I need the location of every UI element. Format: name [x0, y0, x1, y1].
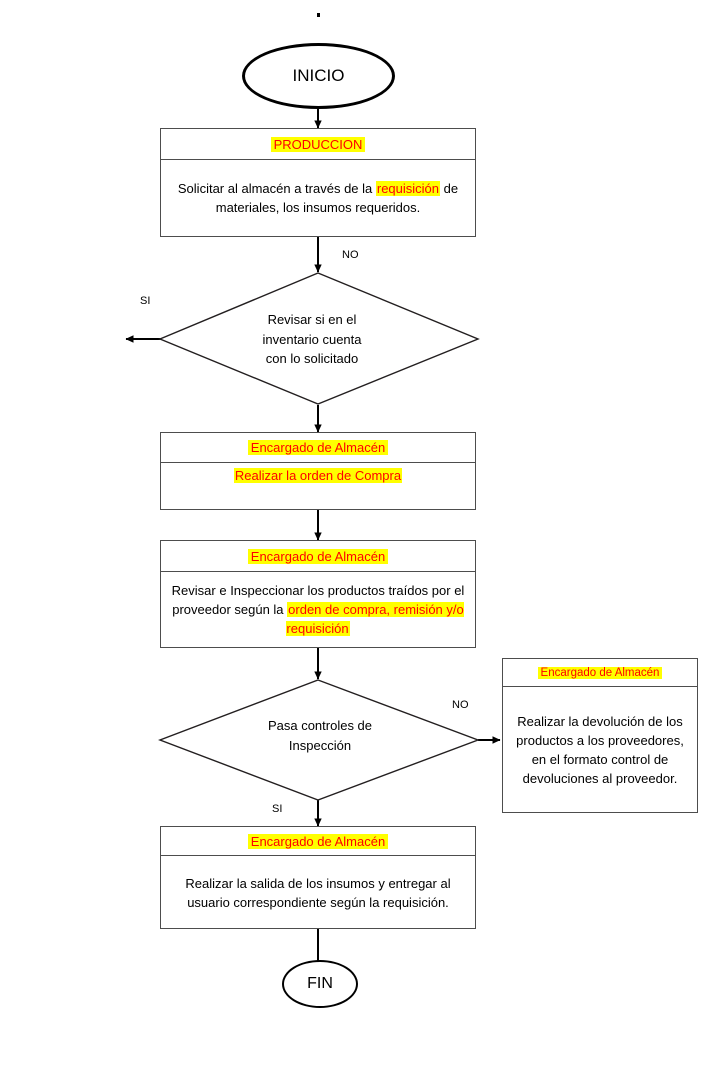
- process-salida-header-text: Encargado de Almacén: [247, 833, 389, 849]
- process-revisar-header: Encargado de Almacén: [161, 541, 475, 572]
- process-revisar-inspeccionar[interactable]: Encargado de Almacén Revisar e Inspeccio…: [160, 540, 476, 648]
- process-revisar-body: Revisar e Inspeccionar los productos tra…: [161, 572, 475, 649]
- devolucion-seg-0: Realizar la devolución de los productos …: [516, 714, 684, 786]
- process-devolucion-body: Realizar la devolución de los productos …: [503, 687, 697, 815]
- process-produccion[interactable]: PRODUCCION Solicitar al almacén a través…: [160, 128, 476, 237]
- decision-inventario-line-0: Revisar si en el: [267, 312, 357, 327]
- edge-label-inspeccion-no: NO: [452, 699, 469, 711]
- terminator-start-label: INICIO: [292, 66, 345, 85]
- produccion-seg-2: de materiales, los insumos requeridos.: [215, 181, 459, 215]
- process-orden-compra-body: Realizar la orden de Compra: [161, 463, 475, 510]
- stray-dot-mark: [317, 13, 320, 17]
- edge-label-inspeccion-si: SI: [272, 803, 283, 815]
- produccion-seg-0: Solicitar al almacén a través de la: [177, 181, 376, 197]
- produccion-seg-1-highlight: requisición: [375, 181, 441, 197]
- process-produccion-header-text: PRODUCCION: [270, 136, 366, 152]
- process-devolucion-header: Encargado de Almacén: [503, 659, 697, 687]
- orden-compra-seg-0-highlight: Realizar la orden de Compra: [233, 468, 403, 483]
- process-produccion-body: Solicitar al almacén a través de la requ…: [161, 160, 475, 238]
- edge-label-inventario-si: SI: [140, 295, 151, 307]
- terminator-end-label: FIN: [307, 975, 333, 992]
- decision-inventario-line-2: con lo solicitado: [265, 351, 359, 366]
- process-orden-compra[interactable]: Encargado de Almacén Realizar la orden d…: [160, 432, 476, 510]
- edge-label-inventario-no: NO: [342, 249, 359, 261]
- process-devolucion[interactable]: Encargado de Almacén Realizar la devoluc…: [502, 658, 698, 813]
- revisar-seg-1-highlight: orden de compra, remisión y/o requisició…: [286, 602, 464, 636]
- decision-inspeccion-line-0: Pasa controles de: [267, 718, 373, 733]
- process-orden-compra-header-text: Encargado de Almacén: [247, 440, 389, 455]
- process-salida-header: Encargado de Almacén: [161, 827, 475, 856]
- decision-inspeccion-line-1: Inspección: [288, 737, 352, 753]
- decision-inventario-line-1: inventario cuenta: [262, 331, 362, 347]
- terminator-start[interactable]: INICIO: [242, 43, 395, 109]
- salida-seg-0: Realizar la salida de los insumos y entr…: [185, 875, 451, 910]
- process-salida-body: Realizar la salida de los insumos y entr…: [161, 856, 475, 931]
- process-produccion-header: PRODUCCION: [161, 129, 475, 160]
- process-devolucion-header-text: Encargado de Almacén: [537, 666, 663, 679]
- process-revisar-header-text: Encargado de Almacén: [247, 548, 389, 564]
- decision-inventario[interactable]: Revisar si en el inventario cuenta con l…: [222, 310, 402, 369]
- terminator-end[interactable]: FIN: [282, 960, 358, 1008]
- decision-inspeccion[interactable]: Pasa controles de Inspección: [228, 716, 412, 755]
- process-salida-insumos[interactable]: Encargado de Almacén Realizar la salida …: [160, 826, 476, 929]
- revisar-seg-0: Revisar e Inspeccionar los productos tra…: [171, 583, 465, 618]
- process-orden-compra-header: Encargado de Almacén: [161, 433, 475, 463]
